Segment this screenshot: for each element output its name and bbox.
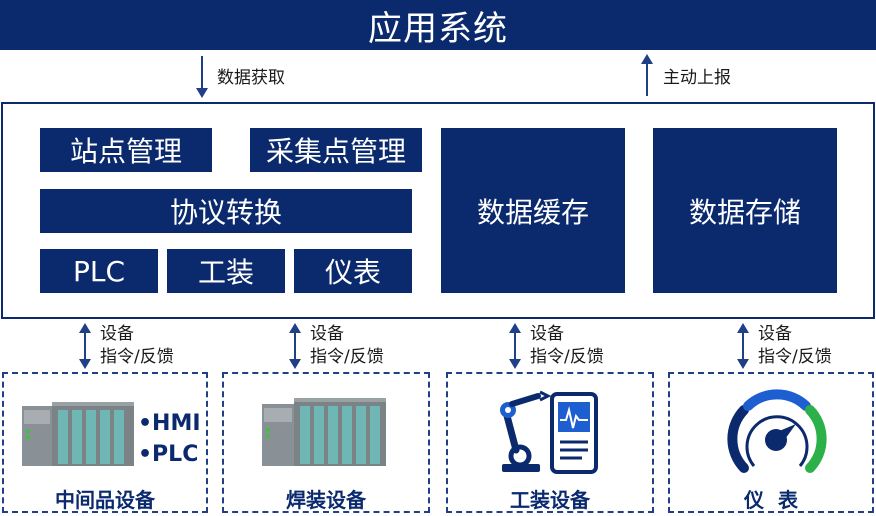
upper-flow-arrows: [196, 54, 653, 98]
device-link-line2: 指令/反馈: [100, 347, 174, 367]
plc-bullet: •PLC: [138, 442, 199, 467]
hmi-plc-list: •HMI •PLC: [138, 408, 201, 470]
hmi-bullet: •HMI: [138, 411, 201, 436]
device-command-label: 设备 指令/反馈: [530, 323, 604, 369]
tooling-equipment-label: 工装设备: [510, 488, 590, 512]
site-management-label: 站点管理: [69, 135, 182, 168]
device-link-line1: 设备: [100, 324, 134, 344]
protocol-conversion-module: 协议转换: [40, 189, 412, 233]
robot-arm-icon: [500, 390, 598, 474]
data-cache-label: 数据缓存: [476, 195, 589, 229]
bidirectional-arrow-icon: [79, 323, 91, 369]
intermediate-equipment-label: 中间品设备: [55, 488, 155, 512]
active-report-label: 主动上报: [663, 68, 731, 88]
plc-rack-icon: [22, 402, 134, 466]
data-cache-module: 数据缓存: [441, 128, 625, 293]
device-command-label: 设备 指令/反馈: [310, 323, 384, 369]
collection-point-label: 采集点管理: [265, 135, 406, 168]
bidirectional-arrow-icon: [737, 323, 749, 369]
application-system-bar: 应用系统: [0, 0, 876, 50]
device-command-label: 设备 指令/反馈: [758, 323, 832, 369]
meter-label: 仪表: [324, 256, 381, 289]
tooling-label: 工装: [197, 256, 254, 289]
tooling-module: 工装: [167, 249, 285, 293]
plc-module: PLC: [40, 249, 158, 293]
device-command-label: 设备 指令/反馈: [100, 323, 174, 369]
collection-point-module: 采集点管理: [250, 128, 422, 172]
protocol-conversion-label: 协议转换: [169, 196, 282, 229]
data-acquisition-label: 数据获取: [217, 68, 285, 88]
device-link-line2: 指令/反馈: [530, 347, 604, 367]
gauge-icon: [727, 389, 827, 473]
plc-rack-icon: [262, 398, 386, 466]
device-link-line2: 指令/反馈: [758, 347, 832, 367]
down-arrow-icon: [196, 56, 208, 98]
data-storage-module: 数据存储: [653, 128, 837, 293]
welding-equipment-label: 焊装设备: [286, 488, 366, 512]
site-management-module: 站点管理: [40, 128, 212, 172]
device-link-line1: 设备: [310, 324, 344, 344]
meter-module: 仪表: [294, 249, 412, 293]
up-arrow-icon: [641, 54, 653, 96]
data-storage-label: 数据存储: [688, 195, 801, 229]
application-system-title: 应用系统: [368, 8, 508, 49]
device-link-line1: 设备: [758, 324, 792, 344]
device-link-line1: 设备: [530, 324, 564, 344]
bidirectional-arrow-icon: [289, 323, 301, 369]
device-link-line2: 指令/反馈: [310, 347, 384, 367]
plc-label: PLC: [72, 254, 126, 288]
meter-equipment-label: 仪 表: [744, 488, 798, 512]
lower-flow-arrows: [79, 323, 749, 369]
bidirectional-arrow-icon: [509, 323, 521, 369]
